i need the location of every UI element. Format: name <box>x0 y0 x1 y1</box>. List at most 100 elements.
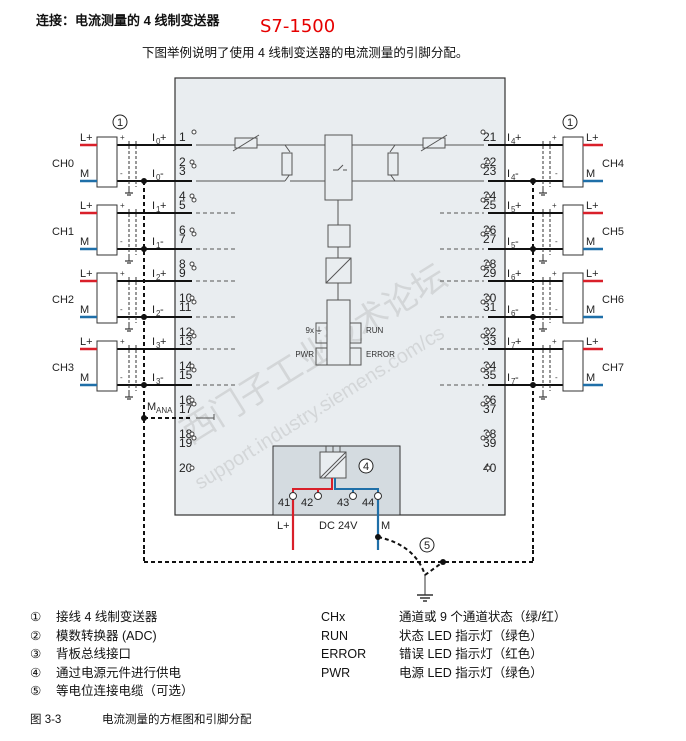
current-subscript: 4 <box>511 173 516 182</box>
terminal-43: 43 <box>337 497 349 509</box>
minus-junction <box>141 246 147 252</box>
transmitter-box <box>96 272 118 324</box>
pin-terminal-open <box>480 163 486 169</box>
minus-sign: - <box>555 237 558 246</box>
legend-text: 状态 LED 指示灯（绿色） <box>399 628 543 643</box>
current-minus-label: I <box>507 168 510 180</box>
legend-key: PWR <box>321 665 351 680</box>
pin-6: 6 <box>179 223 186 237</box>
pin-16: 16 <box>179 393 193 407</box>
current-minus-sign: - <box>515 168 519 180</box>
pin-33: 33 <box>483 334 497 348</box>
transmitter-box <box>562 340 584 392</box>
pin-10: 10 <box>179 291 193 305</box>
callout-number: 1 <box>117 117 123 129</box>
m-label: M <box>586 304 595 316</box>
channel-label-ch5: CH5 <box>602 226 624 238</box>
legend-text: 通道或 9 个通道状态（绿/红） <box>399 610 567 624</box>
power-supply: 41 42 43 44 L+ DC 24V M <box>277 446 446 602</box>
channel-label-ch0: CH0 <box>52 158 74 170</box>
plus-sign: + <box>120 133 125 142</box>
channel-label-ch4: CH4 <box>602 158 624 170</box>
legend-key: CHx <box>321 610 346 624</box>
pin-14: 14 <box>179 359 193 373</box>
terminal-44: 44 <box>362 497 374 509</box>
pin-31: 31 <box>483 300 497 314</box>
pin-terminal-open <box>191 401 197 407</box>
pin-terminal-open <box>191 435 197 441</box>
channel-label-ch1: CH1 <box>52 226 74 238</box>
backplane-interface-box <box>326 299 351 366</box>
current-plus-label: I <box>152 336 155 348</box>
lplus-label: L+ <box>586 200 599 212</box>
lplus-label: L+ <box>80 132 93 144</box>
current-subscript: 1 <box>156 241 161 250</box>
led-error-label: ERROR <box>366 350 395 359</box>
power-voltage-label: DC 24V <box>319 520 358 532</box>
pin-terminal-connected <box>485 397 491 403</box>
current-plus-label: I <box>152 132 155 144</box>
minus-sign: - <box>120 305 123 314</box>
right-shunt-resistor <box>387 152 399 176</box>
pin-terminal-connected <box>189 397 195 403</box>
transmitter-box <box>562 204 584 256</box>
legend-text: 等电位连接电缆（可选） <box>56 684 194 698</box>
pin-8: 8 <box>179 257 186 271</box>
current-minus-sign: - <box>160 372 164 384</box>
current-subscript: 0 <box>156 173 161 182</box>
callout-number: 4 <box>363 461 369 473</box>
current-subscript: 5 <box>511 205 516 214</box>
pin-terminal-connected <box>485 261 491 267</box>
current-minus-label: I <box>507 304 510 316</box>
legend-num: ④ <box>30 665 42 680</box>
channel-label-ch2: CH2 <box>52 294 74 306</box>
plus-sign: + <box>120 269 125 278</box>
pin-35: 35 <box>483 368 497 382</box>
pin-terminal-connected <box>485 363 491 369</box>
pin-23: 23 <box>483 164 497 178</box>
pin-terminal-open <box>480 333 486 339</box>
channel-label-ch3: CH3 <box>52 362 74 374</box>
pin-29: 29 <box>483 266 497 280</box>
pin-terminal-connected <box>189 363 195 369</box>
current-minus-label: I <box>152 304 155 316</box>
legend-num: ② <box>30 628 42 643</box>
legend-text: 模数转换器 (ADC) <box>56 628 157 643</box>
legend-item: RUN 状态 LED 指示灯（绿色） <box>321 627 566 646</box>
left-shunt-resistor <box>281 152 293 176</box>
pin-terminal-open <box>191 367 197 373</box>
pin-37: 37 <box>483 402 497 416</box>
transmitter-box <box>96 340 118 392</box>
power-m-label: M <box>381 520 390 532</box>
legend-key: ERROR <box>321 647 367 661</box>
pin-terminal-connected <box>485 295 491 301</box>
pin-21: 21 <box>483 130 497 144</box>
led-icon: ⏚ <box>315 326 323 335</box>
current-minus-label: I <box>152 168 155 180</box>
legend-abbreviations: CHx 通道或 9 个通道状态（绿/红） RUN 状态 LED 指示灯（绿色） ER… <box>321 608 566 682</box>
pin-18: 18 <box>179 427 193 441</box>
legend-key: RUN <box>321 628 349 643</box>
current-plus-sign: + <box>160 200 166 212</box>
current-subscript: 1 <box>156 205 161 214</box>
minus-sign: - <box>120 169 123 178</box>
current-subscript: 4 <box>511 137 516 146</box>
plus-sign: + <box>552 337 557 346</box>
section-title: 连接：电流测量的 4 线制变送器 <box>36 13 220 28</box>
plus-sign: + <box>120 201 125 210</box>
callout-number: 5 <box>424 540 430 552</box>
current-minus-label: I <box>152 372 155 384</box>
callout-circle <box>358 458 374 474</box>
plus-sign: + <box>552 133 557 142</box>
plus-sign: + <box>552 201 557 210</box>
m-label: M <box>586 236 595 248</box>
lplus-label: L+ <box>80 336 93 348</box>
callout-circle <box>419 537 435 553</box>
pin-terminal-connected <box>189 329 195 335</box>
legend-text: 背板总线接口 <box>56 647 132 661</box>
lplus-label: L+ <box>586 132 599 144</box>
pin-17: 17 <box>179 402 193 416</box>
pin-terminal-connected <box>189 227 195 233</box>
pin-terminal-connected <box>189 295 195 301</box>
